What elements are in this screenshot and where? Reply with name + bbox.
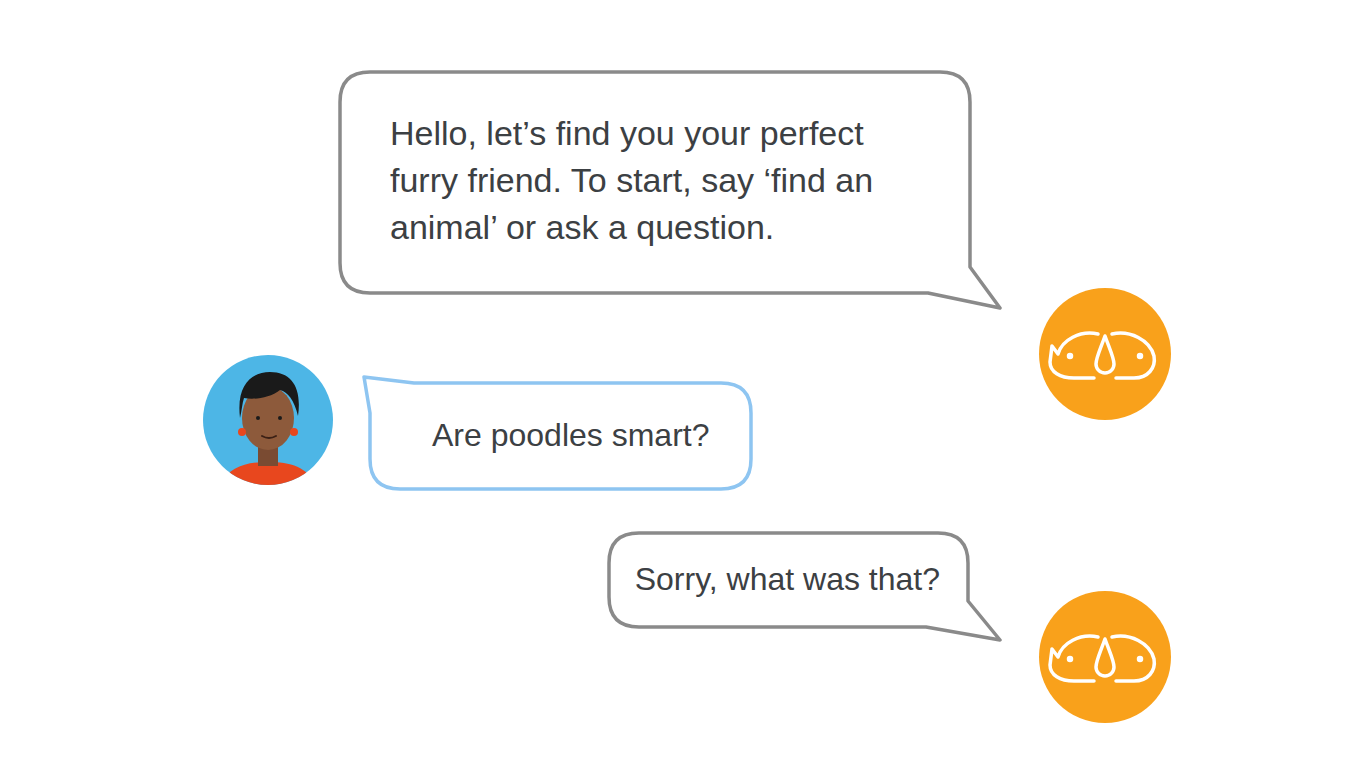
speech-bubble: Sorry, what was that? xyxy=(609,533,968,627)
message-text: Hello, let’s find you your perfect furry… xyxy=(390,110,920,251)
message-text: Are poodles smart? xyxy=(432,413,709,457)
message-text: Sorry, what was that? xyxy=(635,557,940,601)
bubble-outline-path xyxy=(340,72,1000,308)
bubble-outline-path xyxy=(364,377,751,489)
bot-avatar xyxy=(1039,288,1171,420)
user-avatar xyxy=(203,355,333,500)
speech-bubble: Are poodles smart? xyxy=(370,383,751,489)
speech-bubble: Hello, let’s find you your perfect furry… xyxy=(340,72,970,293)
bubble-outline-path xyxy=(609,533,1000,640)
bot-avatar xyxy=(1039,591,1171,723)
